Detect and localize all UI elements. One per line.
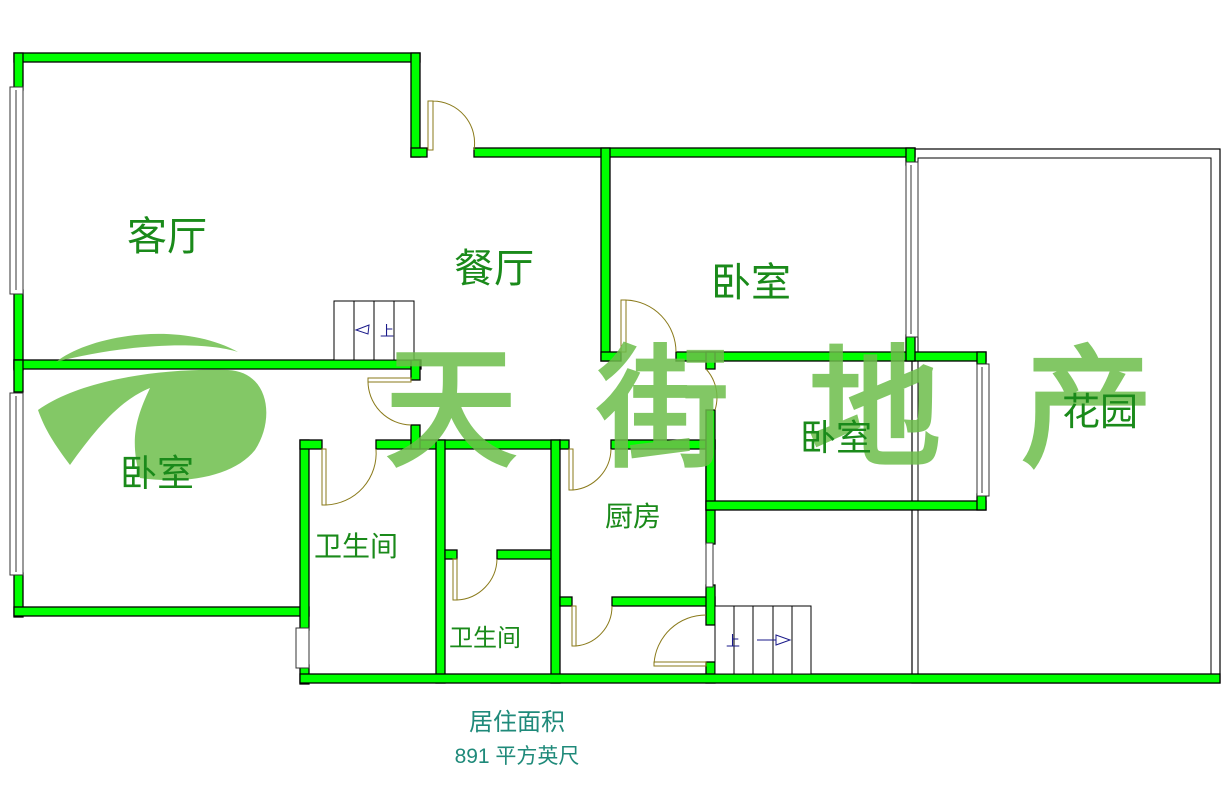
windows	[9, 86, 990, 669]
room-label-bedroom-right: 卧室	[800, 418, 872, 459]
watermark-text: 天街地产	[385, 333, 1232, 487]
door-bedroom-right	[705, 368, 718, 411]
stairs-lower: 上	[714, 605, 812, 675]
room-label-bedroom-left: 卧室	[120, 452, 194, 495]
room-label-bathroom-main: 卫生间	[314, 530, 398, 563]
doors	[321, 100, 718, 667]
room-label-living-room: 客厅	[127, 214, 207, 260]
stair-label-lower: 上	[726, 634, 740, 650]
living-area-value: 891 平方英尺	[454, 745, 580, 768]
watermark: 天街地产	[38, 333, 1232, 487]
door-bedroom-left	[367, 377, 412, 426]
door-kitchen-top	[568, 448, 612, 491]
room-labels: 客厅 餐厅 卧室 卧室 卧室 卫生间 卫生间 厨房 花园	[120, 214, 1138, 652]
room-label-dining-room: 餐厅	[454, 246, 534, 292]
door-bedroom-top-right	[620, 299, 677, 353]
room-label-bedroom-top-right: 卧室	[711, 260, 791, 306]
door-entry	[427, 100, 476, 151]
living-area-title: 居住面积	[469, 708, 565, 736]
watermark-logo-icon	[38, 333, 267, 481]
room-label-bathroom-small: 卫生间	[449, 624, 521, 652]
door-bathroom-small	[452, 558, 498, 601]
door-kitchen-lower	[571, 605, 613, 647]
walls	[13, 52, 1221, 685]
window-bedroom-top-right	[905, 161, 919, 338]
stair-arrow-left-icon	[354, 324, 370, 335]
stair-label-upper: 上	[380, 324, 394, 340]
window-bathroom	[295, 627, 310, 669]
window-kitchen	[705, 542, 714, 588]
room-label-garden: 花园	[1062, 390, 1138, 434]
stairs-upper: 上	[333, 300, 415, 361]
window-bedroom-right	[976, 363, 990, 497]
room-label-kitchen: 厨房	[605, 500, 661, 533]
door-stair	[653, 614, 707, 667]
door-bathroom-main	[321, 448, 377, 506]
stair-arrow-right-icon	[757, 634, 792, 646]
